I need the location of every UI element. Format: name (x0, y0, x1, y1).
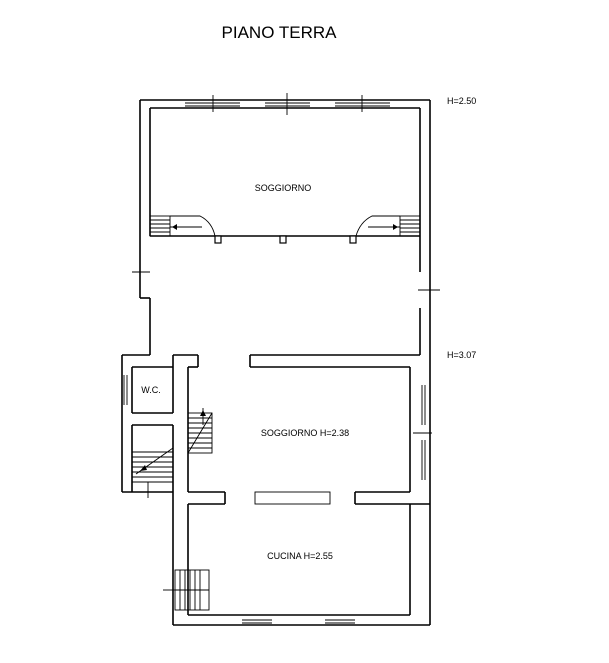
stair-top-left (149, 215, 216, 237)
mid-walls (131, 354, 430, 615)
room-label-soggiorno-mid: SOGGIORNO H=2.38 (261, 428, 349, 438)
outer-walls (121, 99, 431, 626)
stair-mid (187, 408, 213, 454)
wc-window (123, 375, 128, 405)
room-label-wc: W.C. (141, 385, 161, 395)
stair-cucina (163, 569, 210, 611)
plan-title: PIANO TERRA (222, 23, 338, 42)
stair-top-right (355, 215, 421, 237)
bottom-windows (242, 619, 355, 624)
right-windows-mid (413, 385, 432, 480)
upper-divider (150, 235, 420, 244)
room-label-soggiorno-top: SOGGIORNO (255, 183, 312, 193)
height-label-upper: H=2.50 (447, 96, 476, 106)
height-label-lower: H=3.07 (447, 350, 476, 360)
top-windows (185, 93, 390, 115)
stair-left-lower (132, 447, 174, 498)
room-label-cucina: CUCINA H=2.55 (267, 551, 333, 561)
